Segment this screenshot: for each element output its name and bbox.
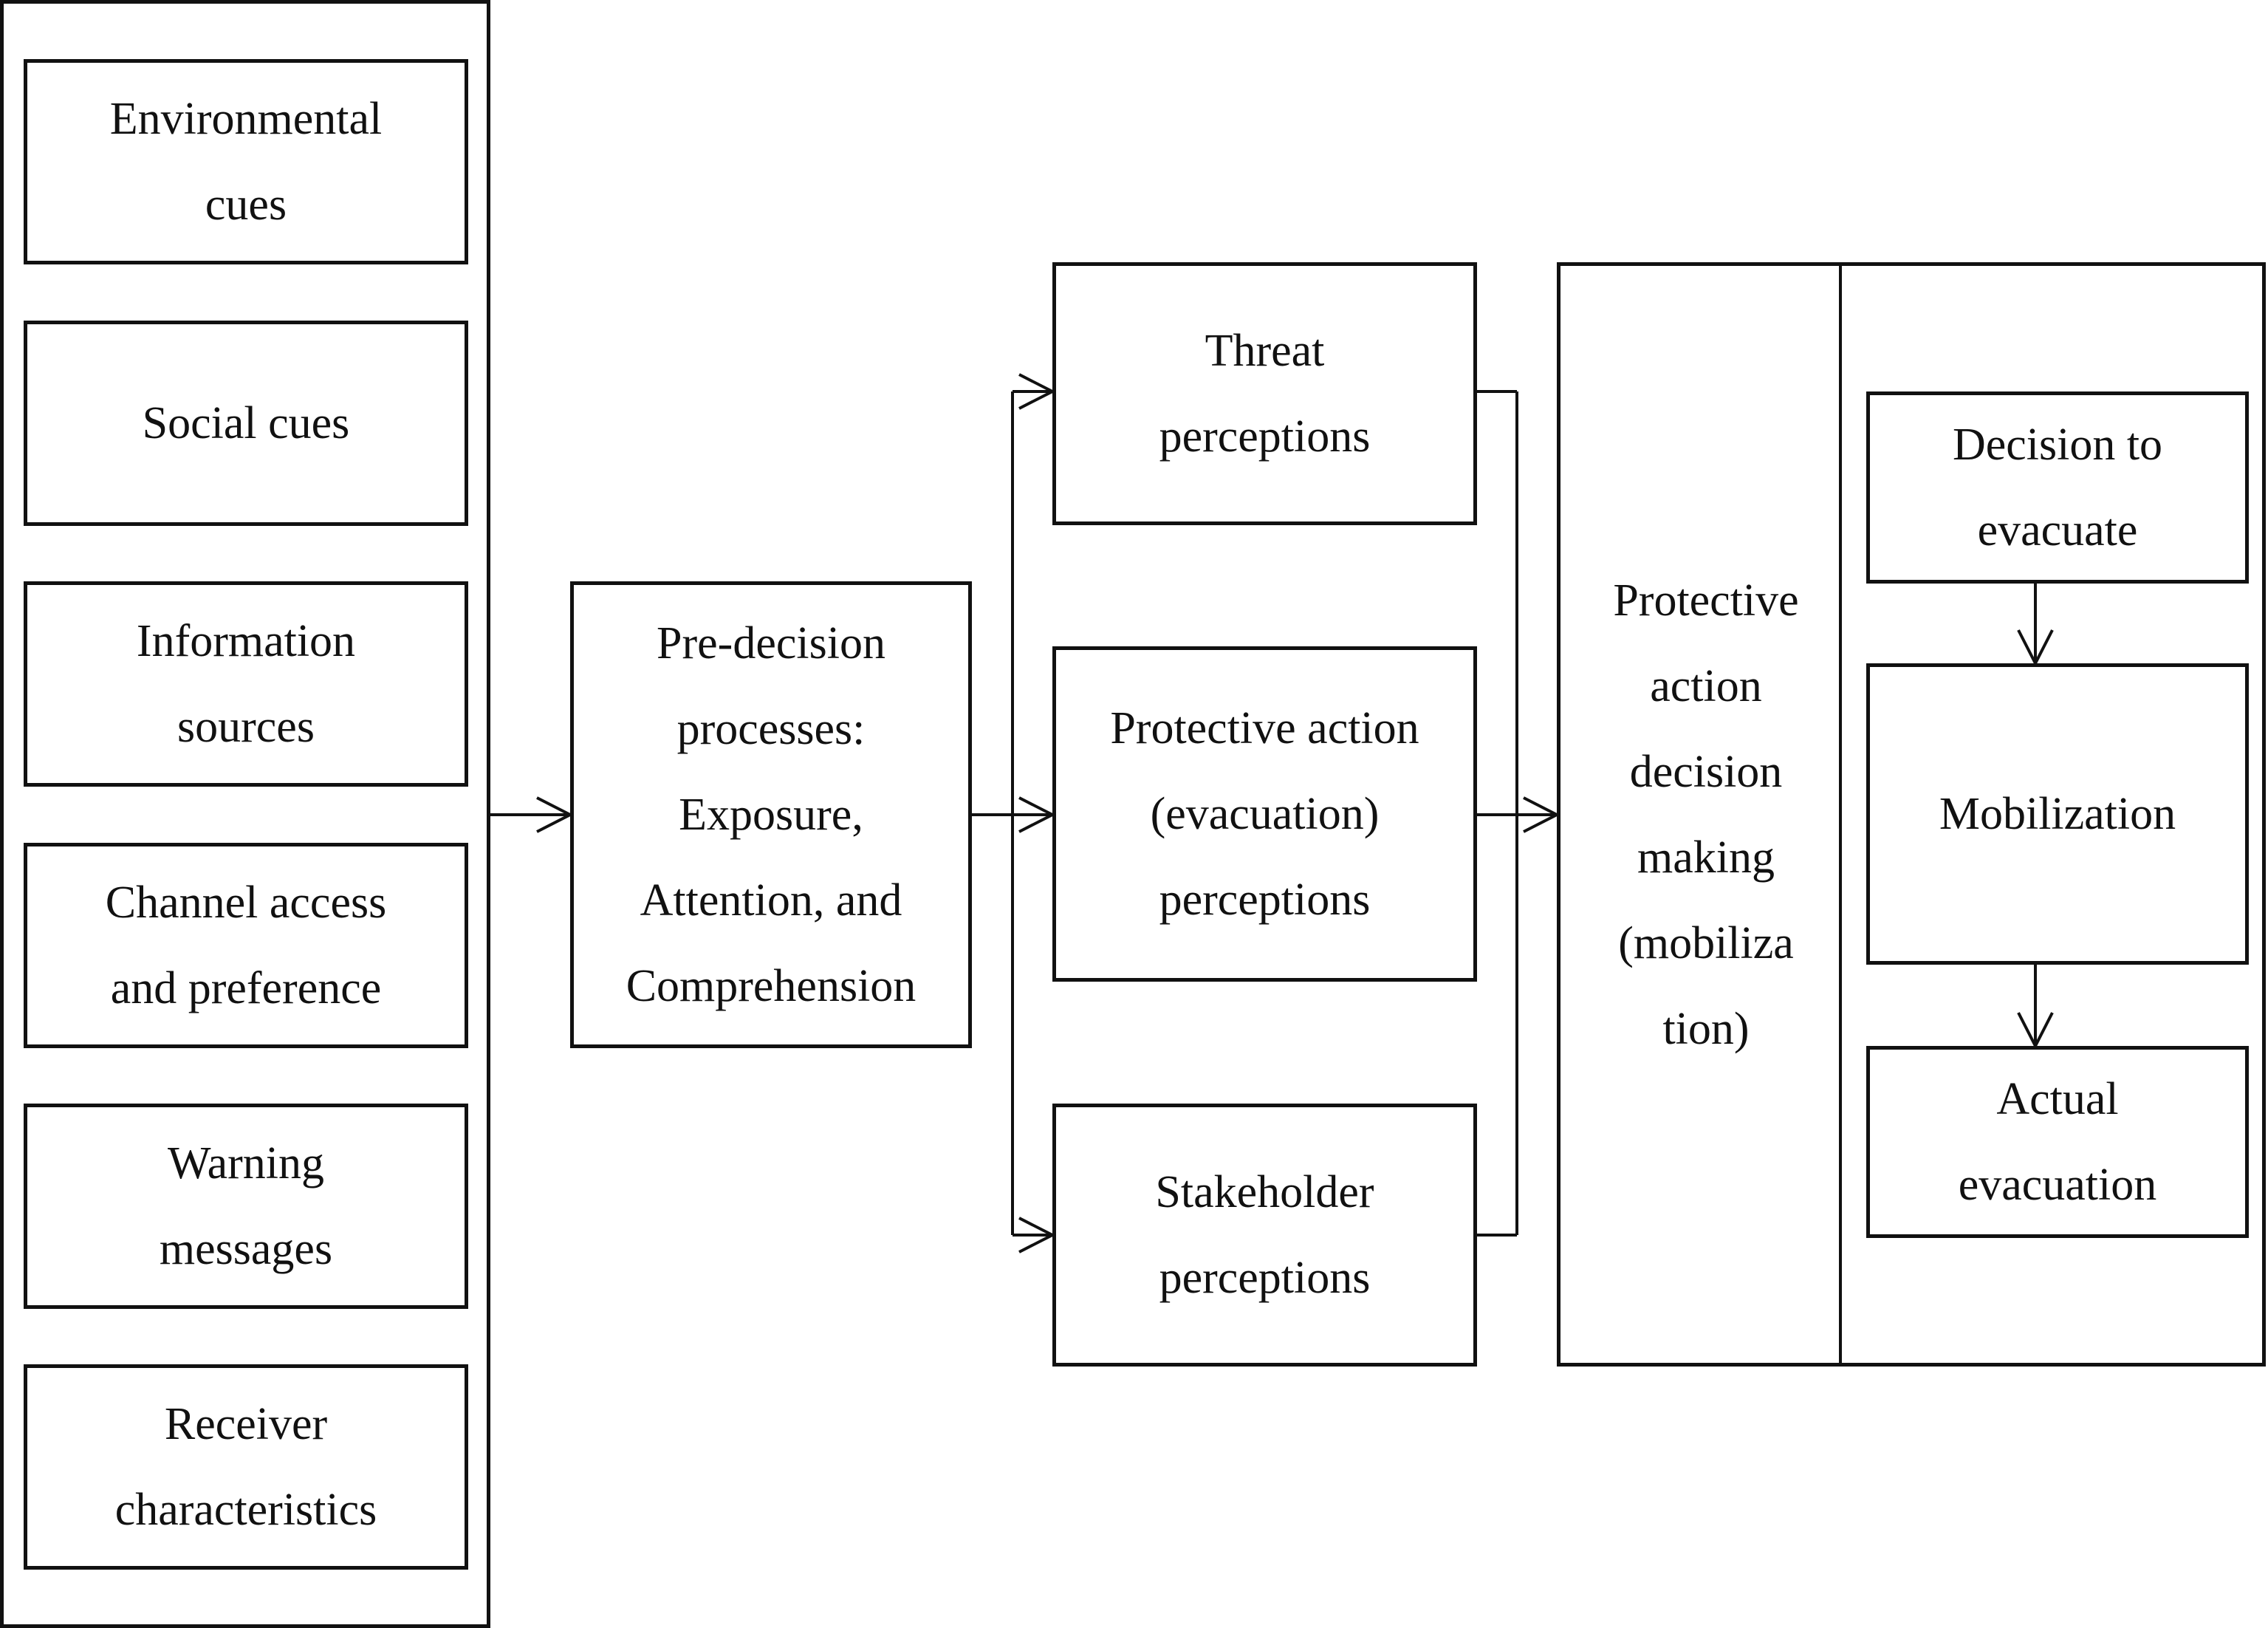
receiver-characteristics-label: Receiver characteristics (114, 1399, 377, 1535)
decision-to-evacuate-label: Decision to evacuate (1952, 420, 2163, 555)
stakeholder-perceptions-label: Stakeholder perceptions (1155, 1167, 1374, 1303)
environmental-cues-label: Environmental cues (109, 94, 383, 230)
channel-access-box: Channel access and preference (24, 843, 468, 1048)
arrow-decision-to-mobilization (2017, 584, 2054, 667)
protective-action-decision-making-label: Protective action decision making (mobil… (1613, 575, 1799, 1054)
mobilization-box: Mobilization (1866, 663, 2249, 965)
information-sources-box: Information sources (24, 581, 468, 787)
threat-perceptions-label: Threat perceptions (1159, 326, 1371, 462)
social-cues-label: Social cues (142, 398, 350, 448)
predecision-processes-box: Pre-decision processes: Exposure, Attent… (570, 581, 972, 1048)
actual-evacuation-box: Actual evacuation (1866, 1046, 2249, 1238)
predecision-processes-label: Pre-decision processes: Exposure, Attent… (626, 618, 917, 1011)
mobilization-label: Mobilization (1939, 789, 2176, 839)
arrow-mobilization-to-actual (2017, 965, 2054, 1050)
protective-action-perceptions-box: Protective action (evacuation) perceptio… (1052, 646, 1477, 982)
arrow-perceptions-to-decision (1477, 390, 1560, 1237)
input-factors-frame (0, 0, 490, 1628)
warning-messages-label: Warning messages (159, 1138, 333, 1274)
arrow-predecision-to-perceptions (972, 373, 1056, 1254)
receiver-characteristics-box: Receiver characteristics (24, 1364, 468, 1570)
arrow-inputs-to-predecision (490, 796, 574, 833)
stakeholder-perceptions-box: Stakeholder perceptions (1052, 1104, 1477, 1367)
environmental-cues-box: Environmental cues (24, 59, 468, 264)
social-cues-box: Social cues (24, 321, 468, 526)
information-sources-label: Information sources (136, 616, 356, 752)
actual-evacuation-label: Actual evacuation (1958, 1074, 2157, 1210)
protective-action-perceptions-label: Protective action (evacuation) perceptio… (1110, 703, 1419, 925)
channel-access-label: Channel access and preference (105, 878, 387, 1013)
threat-perceptions-box: Threat perceptions (1052, 262, 1477, 525)
warning-messages-box: Warning messages (24, 1104, 468, 1309)
decision-to-evacuate-box: Decision to evacuate (1866, 391, 2249, 584)
